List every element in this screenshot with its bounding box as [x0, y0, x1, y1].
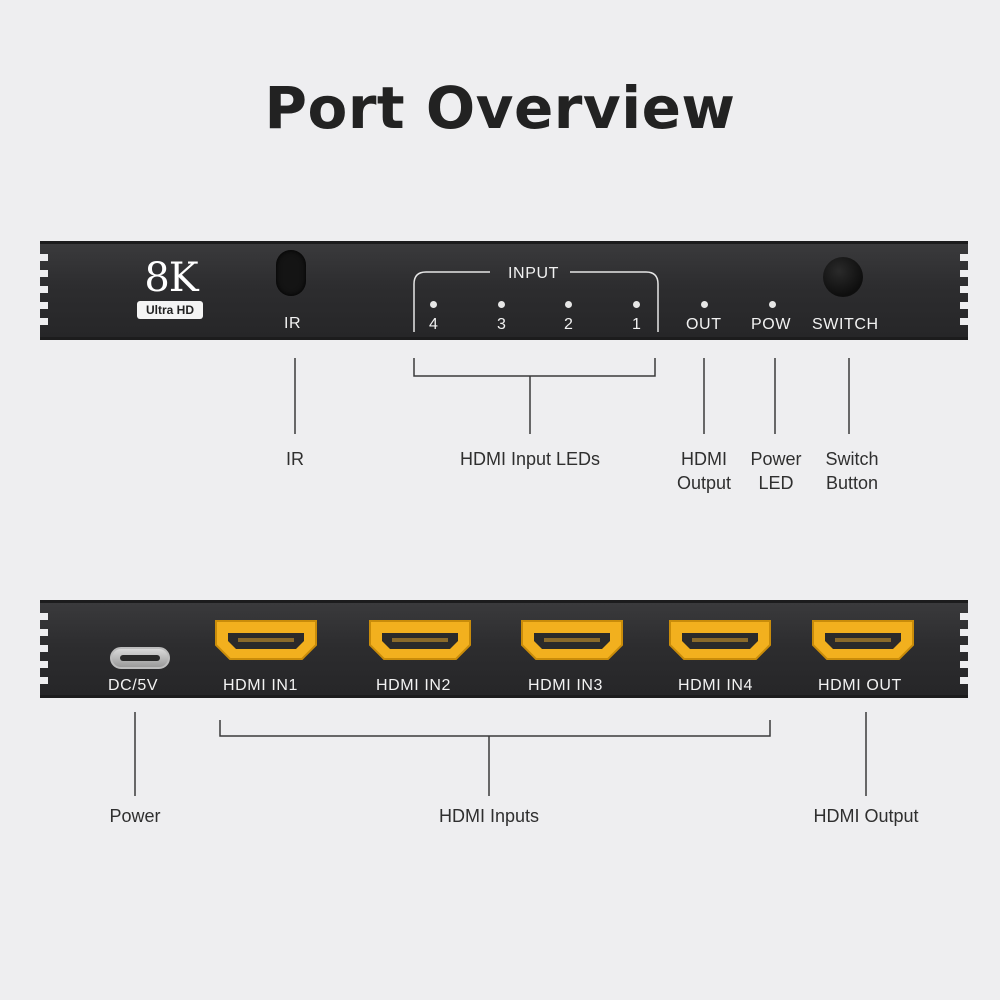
- hdmi-inputs-caption: HDMI Inputs: [438, 806, 540, 826]
- pow-panel-label: POW: [751, 316, 792, 333]
- mounting-tabs-right: [956, 250, 968, 334]
- hdmi-output-caption: HDMI Output: [676, 449, 732, 493]
- input-2-label: 2: [564, 316, 574, 333]
- switch-panel-label: SWITCH: [812, 316, 879, 333]
- input-4-label: 4: [429, 316, 439, 333]
- switch-button-caption: Switch Button: [825, 449, 879, 493]
- hdmi-output-port-caption: HDMI Output: [813, 806, 919, 826]
- input-group-label: INPUT: [508, 265, 559, 282]
- hdmi-in4-port[interactable]: [668, 619, 772, 661]
- out-led: [701, 301, 708, 308]
- hdmi-in1-label: HDMI IN1: [223, 677, 299, 694]
- ir-receiver-window: [276, 250, 306, 296]
- input-bracket: [413, 271, 659, 332]
- input-leds-leader: [413, 358, 656, 434]
- ir-panel-label: IR: [284, 315, 302, 332]
- input-4-led: [430, 301, 437, 308]
- usb-c-power-port[interactable]: [110, 647, 170, 669]
- hdmi-in2-label: HDMI IN2: [376, 677, 452, 694]
- hdmi-inputs-leader: [219, 720, 771, 796]
- mounting-tabs-right: [956, 609, 968, 693]
- hdmi-in3-label: HDMI IN3: [528, 677, 604, 694]
- input-1-led: [633, 301, 640, 308]
- 8k-logo-text: 8K: [144, 255, 198, 301]
- switch-button[interactable]: [823, 257, 863, 297]
- hdmi-out-label: HDMI OUT: [818, 677, 902, 694]
- ir-caption: IR: [286, 449, 304, 469]
- mounting-tabs-left: [40, 609, 52, 693]
- hdmi-in1-port[interactable]: [214, 619, 318, 661]
- hdmi-in2-port[interactable]: [368, 619, 472, 661]
- page-title: Port Overview: [264, 74, 736, 142]
- out-panel-label: OUT: [686, 316, 722, 333]
- ultra-hd-badge: Ultra HD: [137, 301, 203, 319]
- hdmi-out-port[interactable]: [811, 619, 915, 661]
- hdmi-input-leds-caption: HDMI Input LEDs: [459, 449, 601, 469]
- power-caption: Power: [109, 806, 161, 826]
- input-2-led: [565, 301, 572, 308]
- power-led-caption: Power LED: [750, 449, 802, 493]
- hdmi-in3-port[interactable]: [520, 619, 624, 661]
- input-3-led: [498, 301, 505, 308]
- back-panel: DC/5V HDMI IN1 HDMI IN2 HDMI IN3 HDMI IN…: [40, 600, 968, 698]
- mounting-tabs-left: [40, 250, 52, 334]
- input-3-label: 3: [497, 316, 507, 333]
- dc-5v-label: DC/5V: [108, 677, 159, 694]
- hdmi-in4-label: HDMI IN4: [678, 677, 754, 694]
- 8k-logo: 8K Ultra HD: [135, 255, 207, 321]
- input-1-label: 1: [632, 316, 642, 333]
- power-led: [769, 301, 776, 308]
- front-panel: 8K Ultra HD IR INPUT 4 3 2 1 OUT POW SWI…: [40, 241, 968, 340]
